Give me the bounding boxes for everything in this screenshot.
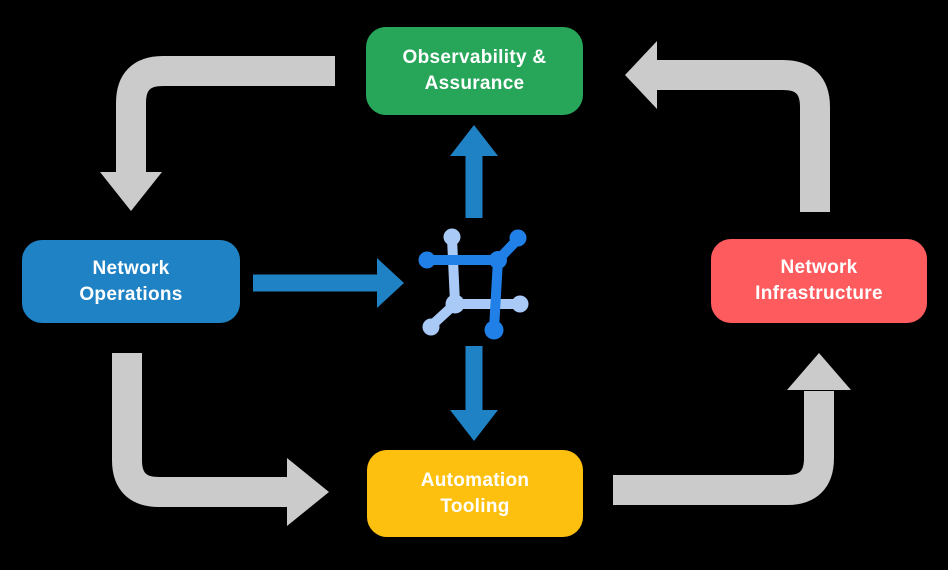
node-label-line: Network xyxy=(780,257,858,278)
arrowhead-right-icon xyxy=(287,458,329,526)
node-label-line: Assurance xyxy=(424,73,525,94)
hub-node xyxy=(489,251,507,269)
hub-node xyxy=(509,229,527,247)
node-automation-tooling: Automation Tooling xyxy=(367,450,583,537)
hub-node xyxy=(422,318,440,336)
arrow-hub-to-observability xyxy=(450,125,498,218)
arrow-hub-to-automation xyxy=(450,346,498,441)
hub-node xyxy=(418,251,436,269)
node-label-line: Tooling xyxy=(440,495,510,517)
node-label-line: Infrastructure xyxy=(755,283,883,304)
hub-node xyxy=(484,320,504,340)
hub-icon-light-nodes xyxy=(422,228,529,336)
hub-line xyxy=(447,233,460,308)
arrowhead-up-icon xyxy=(787,353,851,390)
hub-line xyxy=(489,255,503,334)
node-network-operations: Network Operations xyxy=(22,240,240,323)
hub-node xyxy=(445,294,465,314)
arrow-shaft xyxy=(613,391,834,505)
arrow-shaft xyxy=(112,353,288,507)
arrowhead-down-icon xyxy=(450,410,498,441)
arrow-infrastructure-to-observability xyxy=(625,41,830,212)
hub-node xyxy=(511,295,529,313)
arrowhead-up-icon xyxy=(450,125,498,156)
network-hub-icon xyxy=(418,228,529,340)
node-label-line: Observability & xyxy=(402,47,547,68)
node-label-line: Operations xyxy=(79,283,183,305)
arrow-shaft xyxy=(656,60,830,212)
node-label-line: Network xyxy=(92,257,170,279)
arrow-operations-to-automation xyxy=(112,353,329,526)
hub-icon-dark-nodes xyxy=(418,229,527,340)
node-label-line: Automation xyxy=(420,469,530,491)
arrow-automation-to-infrastructure xyxy=(613,353,851,505)
arrowhead-down-icon xyxy=(100,172,162,211)
arrowhead-right-icon xyxy=(377,258,404,308)
arrow-shaft xyxy=(116,56,335,173)
hub-node xyxy=(443,228,461,246)
node-network-infrastructure: Network Infrastructure xyxy=(711,239,927,323)
node-observability-assurance: Observability & Assurance xyxy=(366,27,583,115)
arrowhead-left-icon xyxy=(625,41,657,109)
arrow-operations-to-hub xyxy=(253,258,404,308)
arrow-observability-to-operations xyxy=(100,56,335,211)
